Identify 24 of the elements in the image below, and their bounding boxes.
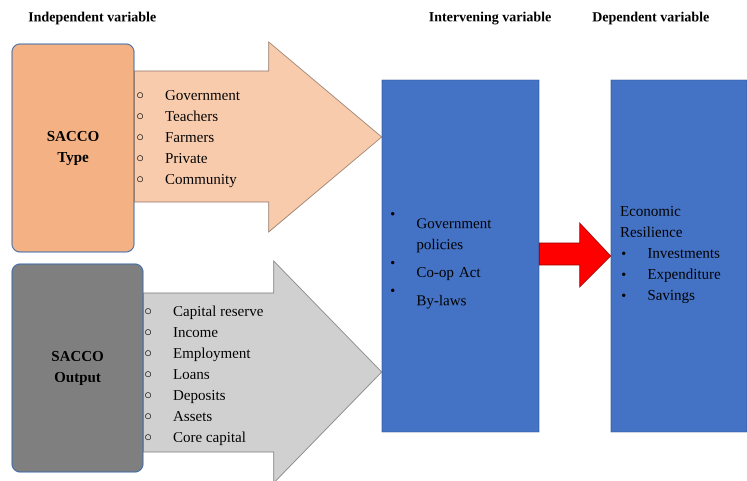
variable-box: Economic Resilience Investments Expenditure Savings bbox=[610, 80, 747, 432]
block-arrow bbox=[143, 260, 382, 481]
node-label: Community bbox=[166, 174, 237, 188]
bullet-list: Capital reserve Income Employment Loans Deposits Assets Core capital bbox=[145, 306, 263, 446]
node-label: Assets bbox=[173, 410, 212, 422]
node-label: Private bbox=[165, 152, 207, 164]
node-label: Income bbox=[174, 327, 218, 338]
bullet-list: Government Teachers Farmers Private Community bbox=[137, 90, 240, 188]
block-arrow bbox=[134, 41, 382, 233]
column-heading: Dependent variable bbox=[592, 12, 709, 24]
block-arrow bbox=[538, 222, 612, 288]
node-label: Loans bbox=[173, 369, 210, 380]
node-label: Farmers bbox=[165, 132, 214, 142]
variable-box: SACCO Type bbox=[12, 44, 134, 252]
node-label: Teachers bbox=[165, 110, 218, 122]
node-label: Core capital bbox=[174, 431, 246, 446]
column-heading: Independent variable bbox=[28, 12, 156, 24]
node-label: Deposits bbox=[173, 390, 225, 404]
node-label: Employment bbox=[173, 347, 250, 362]
node-label: Capital reserve bbox=[174, 305, 263, 320]
column-heading: Intervening variable bbox=[429, 12, 551, 24]
node-label: Government bbox=[166, 90, 240, 100]
variable-box: Government policies Co-op Act By-laws bbox=[382, 80, 540, 432]
variable-box: SACCO Output bbox=[12, 264, 144, 472]
